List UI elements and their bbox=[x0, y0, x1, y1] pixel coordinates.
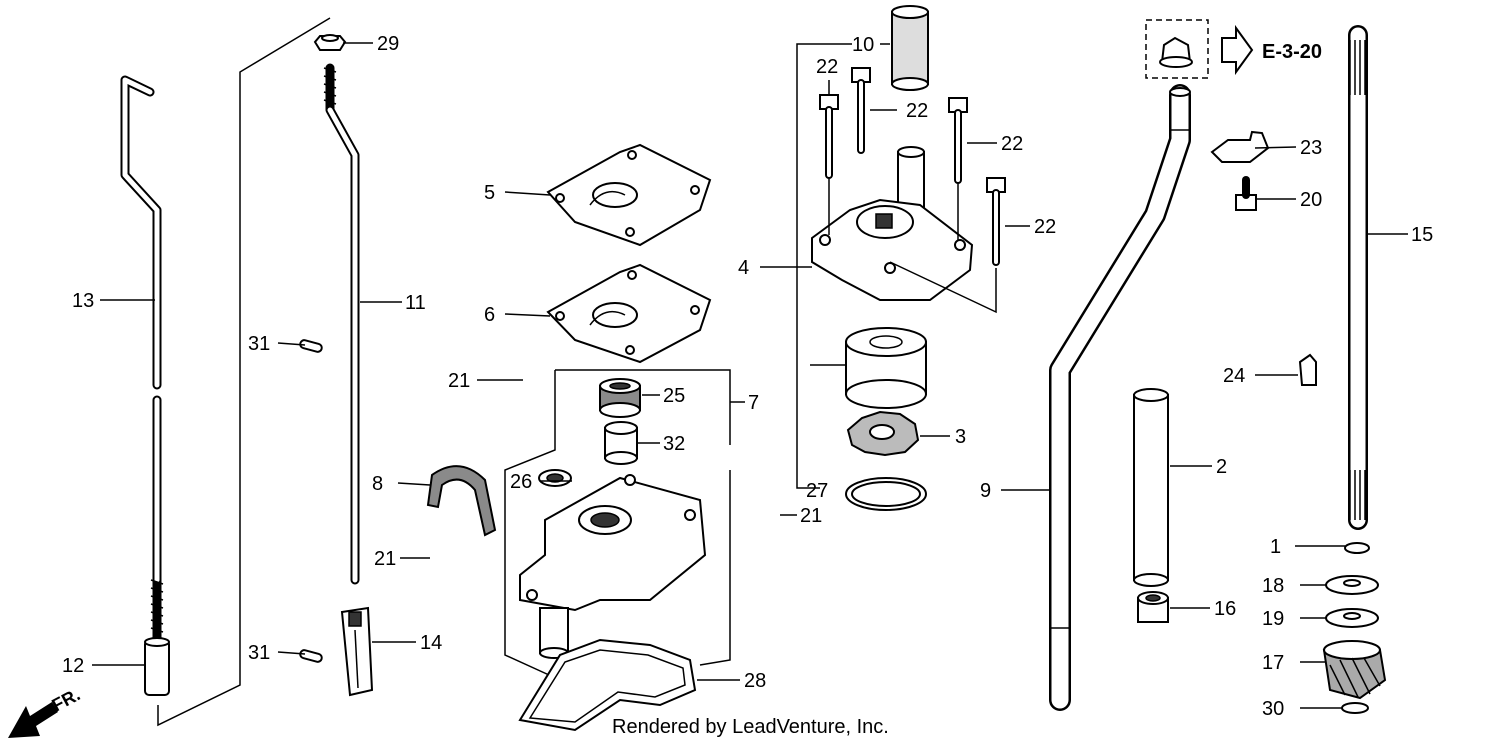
callout-13: 13 bbox=[72, 290, 94, 312]
callout-labels: 29 13 11 31 31 12 14 5 6 21 7 25 32 26 8… bbox=[62, 33, 1433, 720]
callout-32: 32 bbox=[663, 433, 685, 455]
callout-31-upper: 31 bbox=[248, 333, 270, 355]
callout-19: 19 bbox=[1262, 608, 1284, 630]
pump-liner bbox=[845, 327, 927, 409]
callout-23: 23 bbox=[1300, 137, 1322, 159]
callout-28: 28 bbox=[744, 670, 766, 692]
front-direction: FR. bbox=[8, 684, 83, 738]
washer-19 bbox=[1325, 608, 1379, 628]
callout-14: 14 bbox=[420, 632, 442, 654]
callout-22-d: 22 bbox=[1034, 216, 1056, 238]
oil-seal-25 bbox=[599, 378, 641, 418]
nut-29 bbox=[313, 34, 347, 51]
bolt-22-d bbox=[986, 177, 1006, 266]
callout-9: 9 bbox=[980, 480, 991, 502]
pinion-gear-17 bbox=[1322, 640, 1387, 700]
gasket-5 bbox=[546, 143, 712, 247]
drive-shaft-15 bbox=[1348, 25, 1368, 530]
callout-24: 24 bbox=[1223, 365, 1245, 387]
callout-12: 12 bbox=[62, 655, 84, 677]
callout-27: 27 bbox=[806, 480, 828, 502]
bushing-32 bbox=[604, 421, 638, 465]
oil-seal-26 bbox=[538, 469, 572, 487]
reference-arrow-icon bbox=[1221, 24, 1254, 76]
tube-2 bbox=[1133, 388, 1169, 587]
water-tube-9 bbox=[1049, 84, 1191, 711]
callout-25: 25 bbox=[663, 385, 685, 407]
pin-31-lower bbox=[299, 649, 323, 663]
seal-16 bbox=[1137, 591, 1169, 623]
clip-24 bbox=[1298, 353, 1317, 386]
o-ring-27 bbox=[845, 477, 927, 511]
callout-18: 18 bbox=[1262, 575, 1284, 597]
washer-18 bbox=[1325, 575, 1379, 595]
callout-21-c: 21 bbox=[800, 505, 822, 527]
callout-17: 17 bbox=[1262, 652, 1284, 674]
pin-31-upper bbox=[299, 339, 323, 353]
callout-22-b: 22 bbox=[906, 100, 928, 122]
callout-22-a: 22 bbox=[816, 56, 838, 78]
callout-30: 30 bbox=[1262, 698, 1284, 720]
bolt-20 bbox=[1235, 176, 1257, 211]
callout-21-a: 21 bbox=[448, 370, 470, 392]
joint-14 bbox=[340, 606, 374, 697]
callout-1: 1 bbox=[1270, 536, 1281, 558]
reference-label[interactable]: E-3-20 bbox=[1262, 41, 1322, 63]
circlip-30 bbox=[1341, 702, 1369, 714]
callout-26: 26 bbox=[510, 471, 532, 493]
leader-lines bbox=[92, 42, 1408, 709]
bolt-22-b bbox=[851, 67, 871, 154]
callout-4: 4 bbox=[738, 257, 749, 279]
pump-case-4 bbox=[811, 146, 974, 301]
callout-10: 10 bbox=[852, 34, 874, 56]
callout-8: 8 bbox=[372, 473, 383, 495]
callout-5: 5 bbox=[484, 182, 495, 204]
pump-housing bbox=[519, 474, 707, 659]
callout-21-b: 21 bbox=[374, 548, 396, 570]
callout-3: 3 bbox=[955, 426, 966, 448]
bolt-22-c bbox=[948, 97, 968, 184]
impeller-3 bbox=[846, 410, 920, 457]
callout-20: 20 bbox=[1300, 189, 1322, 211]
grommet-reference bbox=[1145, 19, 1209, 79]
callout-2: 2 bbox=[1216, 456, 1227, 478]
callout-22-c: 22 bbox=[1001, 133, 1023, 155]
callout-6: 6 bbox=[484, 304, 495, 326]
gasket-6 bbox=[546, 263, 712, 364]
callout-15: 15 bbox=[1411, 224, 1433, 246]
callout-7: 7 bbox=[748, 392, 759, 414]
callout-16: 16 bbox=[1214, 598, 1236, 620]
callout-31-lower: 31 bbox=[248, 642, 270, 664]
callout-11: 11 bbox=[405, 292, 426, 314]
joint-12 bbox=[144, 639, 170, 696]
rod-13 bbox=[120, 75, 164, 650]
rod-11 bbox=[323, 63, 360, 585]
plate-23 bbox=[1210, 130, 1270, 163]
credit-text: Rendered by LeadVenture, Inc. bbox=[612, 716, 889, 738]
front-arrow-icon bbox=[8, 702, 58, 738]
insert-10 bbox=[891, 5, 929, 91]
callout-29: 29 bbox=[377, 33, 399, 55]
grommet-8 bbox=[426, 465, 497, 537]
gasket-28 bbox=[518, 638, 697, 732]
circlip-1 bbox=[1344, 542, 1370, 554]
bolt-22-a bbox=[819, 94, 839, 179]
